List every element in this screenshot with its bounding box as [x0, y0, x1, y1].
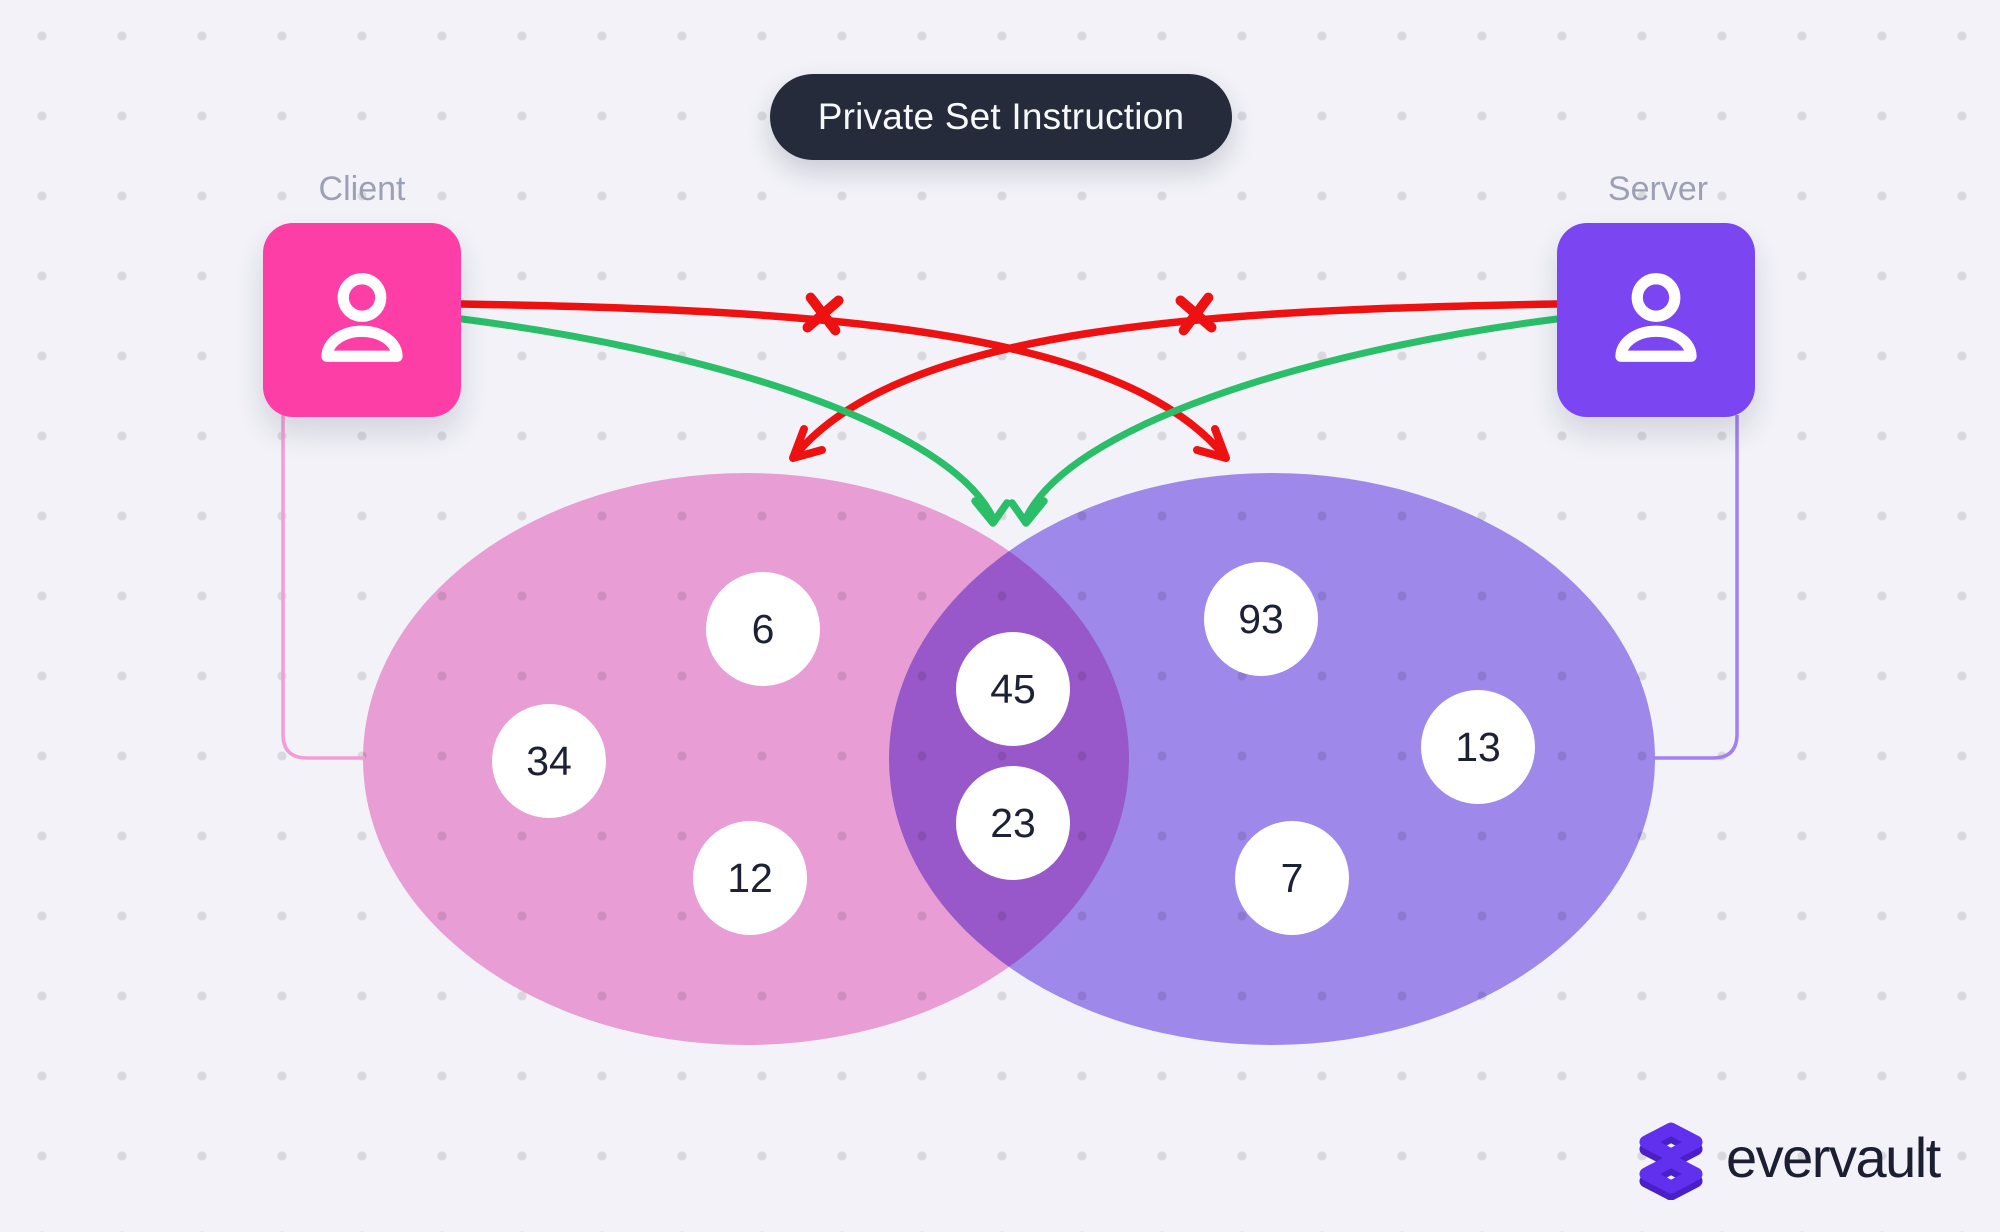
server-box [1557, 223, 1755, 417]
server-set-value: 13 [1421, 690, 1535, 804]
user-icon [321, 273, 403, 362]
title-pill: Private Set Instruction [770, 74, 1232, 160]
client-set-value: 6 [706, 572, 820, 686]
red-arrowhead-icon [1193, 425, 1230, 462]
blocked-x-icon [802, 292, 844, 336]
red-arrow-client-to-server-set [458, 300, 1230, 462]
evervault-logo-icon [1639, 1122, 1703, 1200]
server-set-value: 93 [1204, 562, 1318, 676]
user-icon [1615, 273, 1697, 362]
blocked-x-icon [1175, 292, 1217, 336]
server-set-connector-line [1653, 415, 1739, 760]
diagram-title: Private Set Instruction [817, 96, 1185, 137]
evervault-wordmark: evervault [1726, 1126, 1941, 1189]
server-label: Server [1607, 170, 1709, 208]
server-set-ellipse [889, 473, 1655, 1045]
client-set-connector-line [281, 415, 365, 760]
intersection-value: 23 [956, 766, 1070, 880]
client-box [263, 223, 461, 417]
client-set-value: 12 [693, 821, 807, 935]
client-set-value: 34 [492, 704, 606, 818]
intersection-value: 45 [956, 632, 1070, 746]
red-arrow-server-to-client-set [789, 300, 1561, 462]
evervault-logo: evervault [1634, 1112, 1941, 1204]
client-label: Client [318, 170, 406, 208]
server-set-value: 7 [1235, 821, 1349, 935]
red-arrowhead-icon [789, 425, 826, 462]
blocked-red-arrows [458, 292, 1561, 462]
green-arrowhead-icon [1008, 497, 1048, 527]
green-arrowhead-icon [971, 497, 1011, 527]
